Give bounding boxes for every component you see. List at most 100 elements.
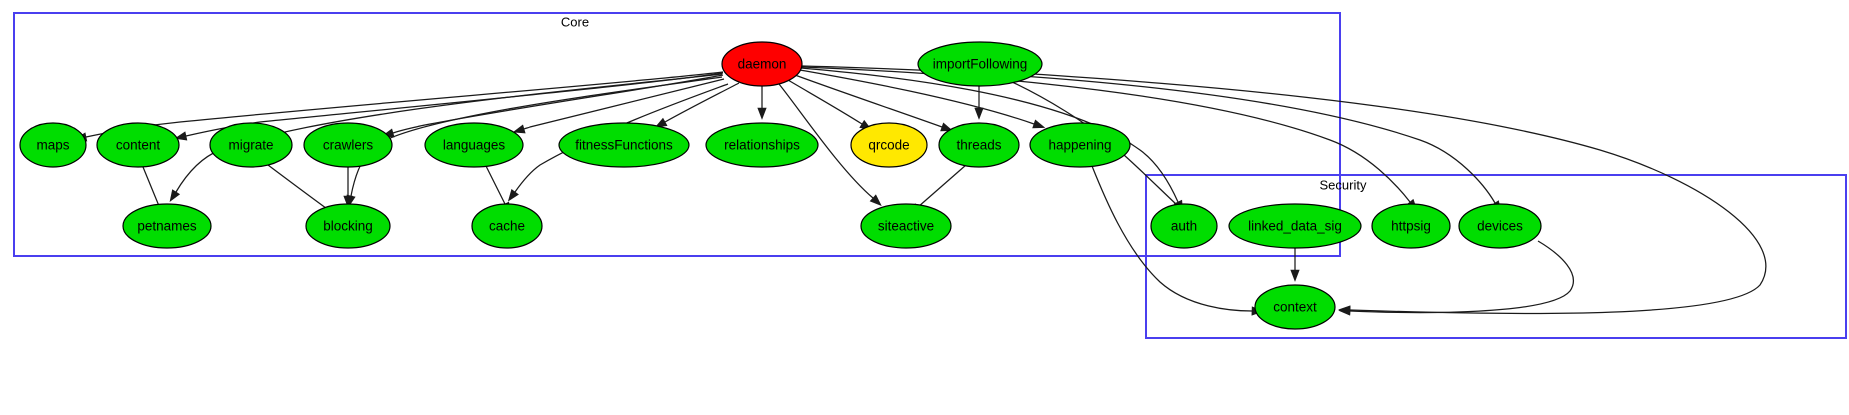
node-label: auth [1171, 219, 1197, 234]
node-content[interactable]: content [96, 122, 180, 168]
node-label: siteactive [878, 219, 934, 234]
node-happening[interactable]: happening [1029, 122, 1131, 168]
arrowhead-icon [169, 189, 181, 202]
edge-daemon-to-petnames [169, 73, 723, 202]
node-shape[interactable] [1029, 122, 1131, 168]
node-label: blocking [323, 219, 373, 234]
edge-line [801, 66, 1411, 203]
edge-importFollowing-to-threads [974, 86, 984, 120]
node-relationships[interactable]: relationships [705, 122, 819, 168]
node-fitnessFunctions[interactable]: fitnessFunctions [558, 122, 690, 168]
node-shape[interactable] [471, 203, 543, 249]
node-shape[interactable] [122, 203, 212, 249]
edge-line [267, 164, 331, 212]
arrowhead-icon [974, 107, 984, 120]
node-shape[interactable] [19, 122, 87, 168]
node-importFollowing[interactable]: importFollowing [917, 41, 1043, 87]
edge-line [801, 65, 1496, 204]
node-shape[interactable] [721, 41, 803, 87]
edge-line [1091, 165, 1253, 312]
arrowhead-icon [174, 131, 188, 141]
arrowhead-icon [1032, 119, 1046, 129]
node-qrcode[interactable]: qrcode [850, 122, 928, 168]
edge-line [778, 83, 874, 199]
node-label: crawlers [323, 138, 374, 153]
node-label: relationships [724, 138, 800, 153]
edge-daemon-to-relationships [757, 86, 767, 120]
node-httpsig[interactable]: httpsig [1371, 203, 1451, 249]
node-linked_data_sig[interactable]: linked_data_sig [1228, 203, 1362, 249]
node-context[interactable]: context [1254, 284, 1336, 330]
cluster-security: Security [1145, 174, 1847, 339]
edge-line [800, 67, 1179, 203]
node-label: devices [1477, 219, 1523, 234]
edge-line [142, 166, 160, 207]
node-label: importFollowing [933, 57, 1028, 72]
edge-line [799, 69, 1035, 125]
edge-daemon-to-siteactive [778, 83, 882, 206]
node-devices[interactable]: devices [1458, 203, 1542, 249]
node-label: fitnessFunctions [575, 138, 673, 153]
node-shape[interactable] [1371, 203, 1451, 249]
cluster-border-security [1145, 174, 1847, 339]
node-migrate[interactable]: migrate [209, 122, 293, 168]
node-petnames[interactable]: petnames [122, 203, 212, 249]
cluster-border-core [13, 12, 1341, 257]
node-shape[interactable] [303, 122, 393, 168]
arrowhead-icon [869, 194, 882, 206]
edge-daemon-to-fitnessFunctions [654, 82, 740, 128]
node-threads[interactable]: threads [938, 122, 1020, 168]
nodes-layer: daemon importFollowing maps content migrate c… [19, 41, 1542, 330]
node-label: linked_data_sig [1248, 219, 1342, 234]
node-auth[interactable]: auth [1150, 203, 1218, 249]
node-label: happening [1048, 138, 1111, 153]
node-shape[interactable] [705, 122, 819, 168]
node-shape[interactable] [305, 203, 391, 249]
edges-layer [74, 65, 1767, 316]
node-languages[interactable]: languages [424, 122, 524, 168]
node-label: content [116, 138, 161, 153]
edge-line [794, 74, 943, 128]
cluster-core: Core [13, 12, 1341, 257]
node-shape[interactable] [850, 122, 928, 168]
node-shape[interactable] [1254, 284, 1336, 330]
node-label: threads [956, 138, 1001, 153]
node-shape[interactable] [1458, 203, 1542, 249]
edge-daemon-to-threads [794, 74, 954, 132]
node-shape[interactable] [1228, 203, 1362, 249]
node-label: languages [443, 138, 506, 153]
edge-linked_data_sig-to-context [1290, 248, 1300, 282]
node-shape[interactable] [1150, 203, 1218, 249]
edge-line [1349, 240, 1574, 314]
node-shape[interactable] [860, 203, 952, 249]
node-cache[interactable]: cache [471, 203, 543, 249]
node-daemon[interactable]: daemon [721, 41, 803, 87]
edge-line [175, 73, 723, 193]
arrowhead-icon [757, 107, 767, 120]
node-shape[interactable] [209, 122, 293, 168]
node-label: maps [36, 138, 69, 153]
edge-daemon-to-languages [512, 78, 725, 134]
edge-daemon-to-happening [799, 69, 1046, 129]
node-shape[interactable] [938, 122, 1020, 168]
edge-line [1033, 73, 1767, 315]
node-blocking[interactable]: blocking [305, 203, 391, 249]
node-shape[interactable] [917, 41, 1043, 87]
node-maps[interactable]: maps [19, 122, 87, 168]
node-shape[interactable] [424, 122, 524, 168]
edge-line [523, 78, 725, 130]
node-shape[interactable] [558, 122, 690, 168]
node-siteactive[interactable]: siteactive [860, 203, 952, 249]
arrowhead-icon [1290, 269, 1300, 282]
node-crawlers[interactable]: crawlers [303, 122, 393, 168]
node-label: petnames [137, 219, 197, 234]
node-shape[interactable] [96, 122, 180, 168]
arrowhead-icon [343, 195, 353, 208]
cluster-label-core: Core [561, 14, 589, 29]
node-label: httpsig [1391, 219, 1431, 234]
arrowhead-icon [512, 124, 526, 134]
node-label: daemon [738, 57, 787, 72]
node-label: qrcode [868, 138, 909, 153]
